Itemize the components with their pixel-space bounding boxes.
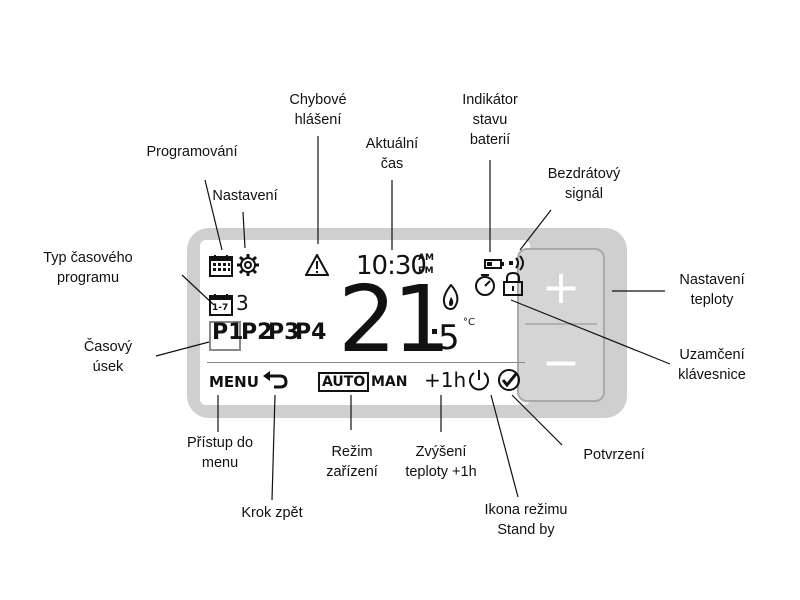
label-chybove-hlaseni: Chybové hlášení [289,92,347,128]
back-arrow-icon[interactable] [262,371,288,391]
label-nastaveni: Nastavení [212,188,278,204]
label-potvrzeni: Potvrzení [583,447,645,463]
timer-icon [475,274,495,296]
warning-icon [305,254,329,276]
lock-icon [503,271,523,296]
celsius-unit: °C [463,317,475,328]
standby-icon[interactable] [467,368,491,392]
period-p2-label: P2 [241,320,273,345]
decimal-point [432,329,437,334]
flame-icon [442,284,459,310]
auto-mode-label: AUTO [318,372,370,392]
label-pristup-menu: Přístup do menu [186,435,254,471]
confirm-check-icon[interactable] [497,368,521,392]
wireless-signal-icon [509,255,524,271]
label-typ-programu: Typ časového programu [43,250,133,286]
temperature-button-panel: + − [517,248,605,402]
label-rezim-zarizeni: Režim zařízení [326,444,378,480]
period-p3-label: P3 [268,320,300,345]
time-period-p1 [209,321,241,351]
manual-mode-label: MAN [371,374,408,390]
am-indicator: AM [418,253,434,263]
battery-icon [484,259,504,269]
label-uzamceni: Uzamčení klávesnice [678,347,746,383]
gear-icon [237,254,259,276]
label-krok-zpet: Krok zpět [241,505,303,521]
temperature-main: 21 [338,266,451,373]
menu-button[interactable]: MENU [209,373,259,391]
program-calendar-icon [209,294,233,316]
period-p4-label: P4 [295,320,327,345]
program-day-range: 1-7 [212,303,229,313]
label-nastaveni-teploty: Nastavení teploty [679,272,745,308]
temperature-decimal: 5 [438,318,460,358]
time-display: 10:30 [356,251,427,281]
pm-indicator: PM [418,266,434,276]
label-programovani: Programování [146,144,238,160]
label-standby: Ikona režimu Stand by [484,502,568,538]
label-aktualni-cas: Aktuální čas [365,136,419,172]
label-bezdratovy-signal: Bezdrátový signál [547,166,621,202]
period-p1-label: P1 [212,320,244,345]
temperature-plus-button[interactable]: + [541,260,581,314]
temperature-minus-button[interactable]: − [541,335,581,389]
lcd-divider [207,362,525,363]
label-casovy-usek: Časový úsek [83,339,133,375]
plus-1h-button[interactable]: +1h [424,368,467,392]
calendar-icon [209,255,233,277]
label-indikator-baterii: Indikátor stavu baterií [462,92,518,148]
label-zvyseni-teploty: Zvýšení teploty +1h [405,444,477,480]
program-type-number: 3 [236,291,249,315]
